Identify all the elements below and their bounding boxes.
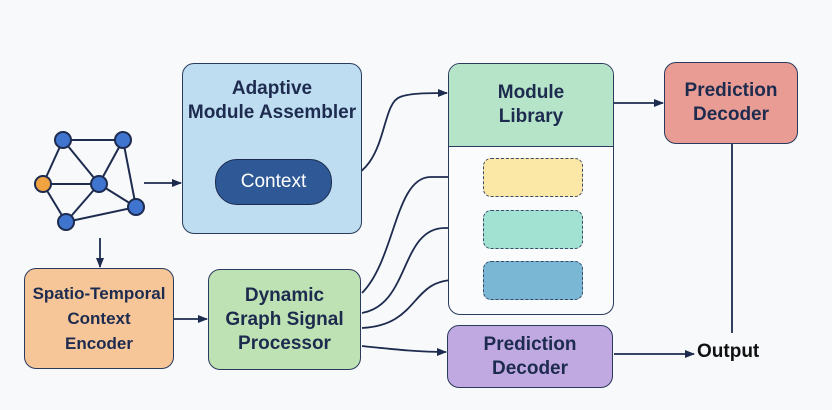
spatio-temporal-context-encoder: Spatio-Temporal Context Encoder xyxy=(24,268,174,369)
graph-node xyxy=(114,131,132,149)
output-label: Output xyxy=(697,341,760,362)
st-encoder-label: Spatio-Temporal Context Encoder xyxy=(32,284,166,353)
module-library: Module Library xyxy=(448,63,614,315)
graph-node xyxy=(127,198,145,216)
graph-node xyxy=(54,131,72,149)
edge-dgsp-to-prediction-bottom xyxy=(361,345,447,356)
context-label: Context xyxy=(240,171,307,192)
module-slot-2 xyxy=(483,210,583,249)
prediction-decoder-bottom: Prediction Decoder xyxy=(447,325,613,388)
prediction-decoder-top: Prediction Decoder xyxy=(664,62,798,144)
context-pill: Context xyxy=(215,159,332,205)
edge-context-to-library xyxy=(330,89,448,182)
graph-icon xyxy=(34,131,145,231)
dynamic-graph-signal-processor: Dynamic Graph Signal Processor xyxy=(208,269,361,370)
dgsp-label: Dynamic Graph Signal Processor xyxy=(225,284,344,354)
library-label: Module Library xyxy=(497,82,565,127)
edge-dgsp-to-slot1 xyxy=(361,173,483,294)
graph-node-highlighted xyxy=(34,175,52,193)
module-slot-3 xyxy=(483,261,583,300)
prediction-bottom-label: Prediction Decoder xyxy=(483,333,577,379)
graph-node xyxy=(90,175,108,193)
module-slot-1 xyxy=(483,158,583,197)
module-library-header: Module Library xyxy=(449,64,613,147)
edge-dgsp-to-slot2 xyxy=(361,224,483,314)
prediction-top-label: Prediction Decoder xyxy=(684,80,778,125)
graph-node xyxy=(57,213,75,231)
assembler-label: Adaptive Module Assembler xyxy=(187,78,357,123)
adaptive-module-assembler: Adaptive Module Assembler xyxy=(182,63,362,234)
